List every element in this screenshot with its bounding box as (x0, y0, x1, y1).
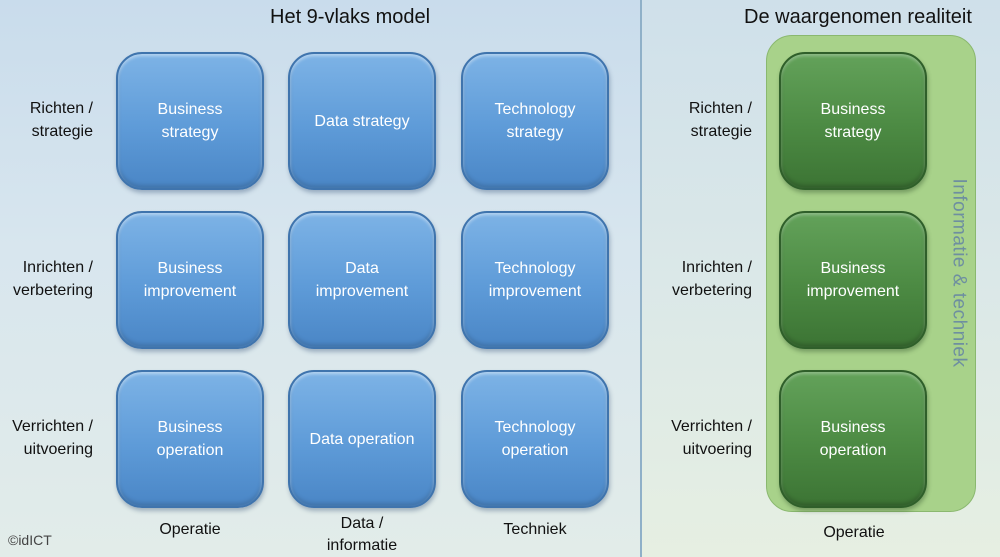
green-box-business-operation: Business operation (779, 370, 927, 508)
column-label-techniek: Techniek (503, 521, 567, 538)
right-column-label-operatie: Operatie (823, 524, 885, 541)
box-data-improvement: Data improvement (288, 211, 436, 349)
box-business-strategy: Business strategy (116, 52, 264, 190)
box-data-strategy: Data strategy (288, 52, 436, 190)
row-label-verbetering: Inrichten / verbetering (12, 259, 93, 299)
row-label-uitvoering: Verrichten / uitvoering (12, 418, 93, 458)
box-business-improvement: Business improvement (116, 211, 264, 349)
copyright-text: ©idICT (8, 532, 52, 548)
column-label-operatie: Operatie (159, 521, 221, 538)
green-box-business-improvement: Business improvement (779, 211, 927, 349)
column-label-data-informatie: Data / informatie (326, 515, 398, 554)
right-row-label-strategie: Richten / strategie (688, 100, 752, 140)
left-panel-title: Het 9-vlaks model (270, 6, 431, 28)
box-business-operation: Business operation (116, 370, 264, 508)
box-technology-improvement: Technology improvement (461, 211, 609, 349)
box-technology-operation: Technology operation (461, 370, 609, 508)
panel-divider (640, 0, 642, 557)
right-row-label-uitvoering: Verrichten / uitvoering (671, 418, 752, 458)
vertical-label-informatie-techniek: Informatie & techniek (948, 178, 970, 368)
row-label-strategie: Richten / strategie (29, 100, 93, 140)
right-row-label-verbetering: Inrichten / verbetering (671, 259, 752, 299)
right-panel-title: De waargenomen realiteit (744, 6, 972, 28)
green-box-business-strategy: Business strategy (779, 52, 927, 190)
box-technology-strategy: Technology strategy (461, 52, 609, 190)
box-data-operation: Data operation (288, 370, 436, 508)
